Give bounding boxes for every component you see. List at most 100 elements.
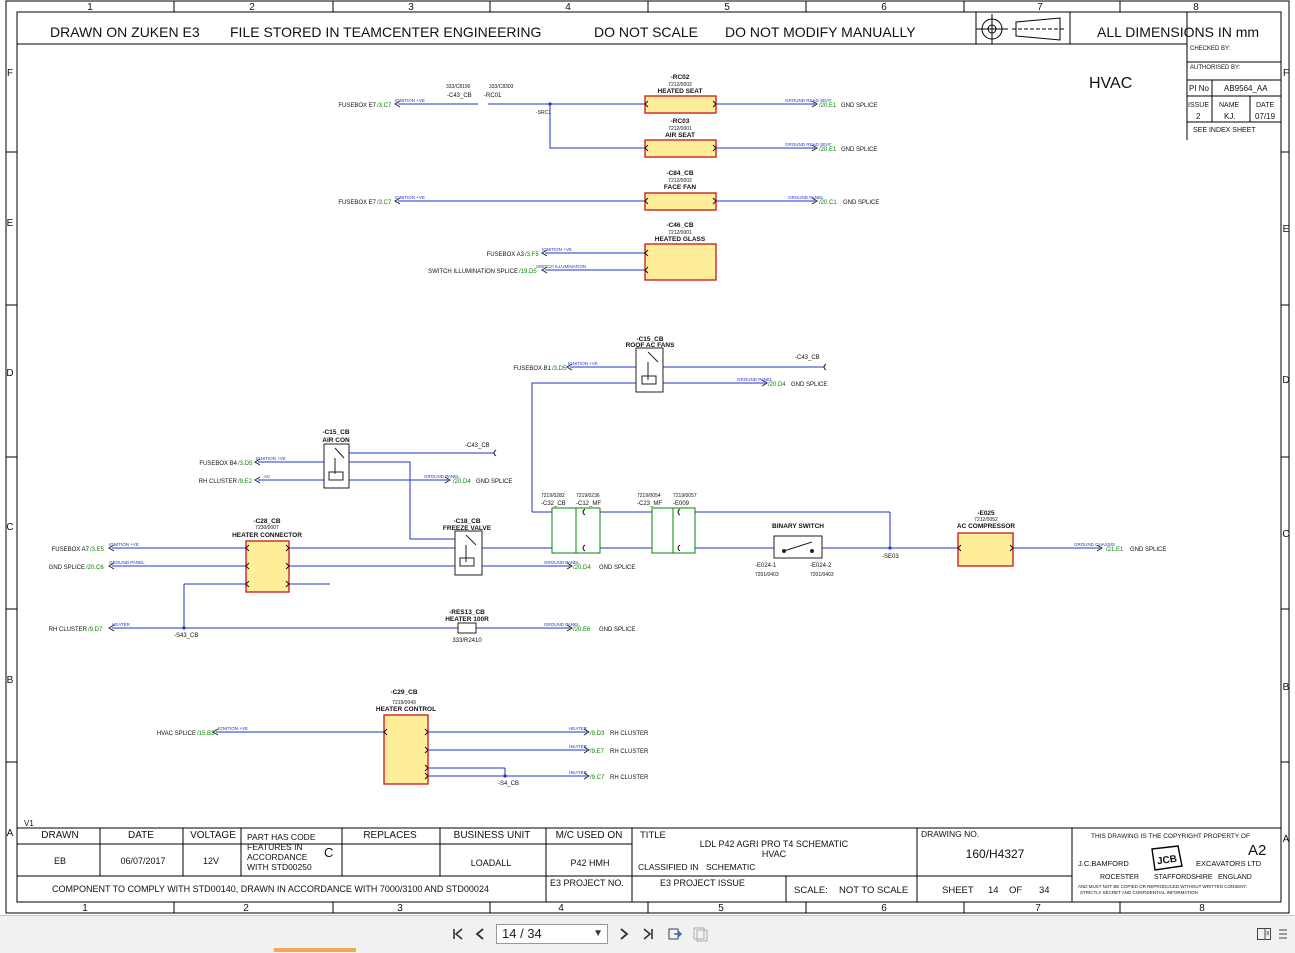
grid-ref: /20.E1 (819, 147, 837, 153)
scrollbar-thumb[interactable] (274, 948, 356, 952)
next-page-icon[interactable] (614, 925, 634, 943)
grid-ref: /15.B3 (197, 731, 215, 737)
pdf-viewer-toolbar: 14 / 34 ▼ (0, 915, 1295, 953)
grid-ref: /9.E7 (590, 749, 605, 755)
dest-label: GND SPLICE (476, 479, 512, 485)
dest-label: GND SPLICE (841, 147, 877, 153)
se03-ref: -SE03 (882, 554, 899, 560)
source-label: FUSEBOX B1 (513, 366, 551, 372)
pi-value: AB9564_AA (1224, 84, 1268, 93)
copyright-note: THIS DRAWING IS THE COPYRIGHT PROPERTY O… (1091, 833, 1250, 840)
e025-part: 7212/0052 (974, 517, 998, 523)
mc-label: M/C USED ON (556, 830, 623, 841)
signal-label: HEATER (569, 744, 588, 749)
c28-name: HEATER CONNECTOR (232, 532, 302, 539)
signal-label: SWITCH ILLUMINATION (536, 264, 586, 269)
comply-note: COMPONENT TO COMPLY WITH STD00140, DRAWN… (52, 884, 489, 894)
title-value-2: HVAC (762, 849, 787, 859)
signal-label: GROUND READ SEAT (785, 142, 832, 147)
c23-part: 7219/0054 (637, 493, 661, 499)
e025-ref: -E025 (977, 510, 995, 517)
replaces-label: REPLACES (363, 830, 417, 841)
jcb-logo-text: JCB (1156, 854, 1177, 868)
col-label: 4 (565, 2, 571, 13)
banner-text: DRAWN ON ZUKEN E3 (50, 24, 200, 40)
scale-value: NOT TO SCALE (839, 885, 908, 896)
grid-ref: /3.D5 (238, 461, 253, 467)
signal-label: GROUND PANEL (109, 560, 145, 565)
e3-issue-label: E3 PROJECT ISSUE (660, 878, 745, 888)
part-code-line: WITH STD00250 (247, 862, 312, 872)
source-label: RH CLUSTER (199, 479, 238, 485)
grid-ref: /3.E5 (90, 547, 105, 553)
rc03-name: AIR SEAT (665, 132, 695, 139)
c23-ref: -C23_MF (637, 501, 662, 507)
fit-icon[interactable] (665, 925, 685, 943)
pin-marks (245, 100, 1014, 780)
c43-air-ref: -C43_CB (465, 443, 490, 449)
source-label: GND SPLICE (49, 565, 85, 571)
projection-symbol-icon (976, 14, 1064, 44)
grid-ref: /9.D3 (590, 731, 605, 737)
drawn-value: EB (54, 856, 66, 866)
address-line: ENGLAND (1218, 874, 1252, 881)
res13-ref: -RES13_CB (449, 609, 485, 616)
row-label: D (6, 368, 13, 379)
grid-ref: /21.E1 (1106, 547, 1124, 553)
grid-ref: /20.C6 (86, 565, 104, 571)
dest-label: RH CLUSTER (610, 731, 649, 737)
col-label: 8 (1193, 2, 1199, 13)
c46-part: 7212/0001 (668, 230, 692, 236)
resistor-symbol (457, 622, 477, 634)
signal-label: IGNITION +VE (542, 247, 572, 252)
row-label: A (1283, 834, 1290, 845)
first-page-icon[interactable] (448, 925, 468, 943)
dest-label: GND SPLICE (841, 103, 877, 109)
c15-roof-ref: -C15_CB (636, 336, 663, 343)
dest-label: RH CLUSTER (610, 749, 649, 755)
relay-symbols (323, 347, 664, 576)
grid-ref: /3.C7 (377, 200, 392, 206)
drawing-no-label: DRAWING NO. (921, 829, 979, 839)
grid-ref: /19.D5 (519, 269, 537, 275)
res13-part: 333/R2410 (452, 638, 482, 644)
source-label: FUSEBOX E7 (338, 200, 376, 206)
s43-ref: -S43_CB (174, 633, 198, 639)
rc01-ref: -RC01 (484, 93, 502, 99)
signal-label: IGNITION +VE (218, 726, 248, 731)
rc02-ref: -RC02 (671, 74, 690, 81)
page-number-input[interactable]: 14 / 34 ▼ (496, 924, 608, 944)
grid-ref: /20.E1 (819, 103, 837, 109)
c15-roof-name: ROOF AC FANS (626, 342, 676, 349)
prev-page-icon[interactable] (470, 925, 490, 943)
c32-part: 7219/0282 (541, 493, 565, 499)
col-label: 2 (249, 2, 255, 13)
inline-connectors (551, 507, 696, 554)
col-label: 5 (718, 903, 724, 914)
c12-ref: -C12_MF (576, 501, 601, 507)
binary-right-ref: -E024-2 (810, 563, 832, 569)
title-block-grid (16, 827, 1282, 903)
c28-part: 7230/0007 (255, 525, 279, 531)
see-index: SEE INDEX SHEET (1193, 127, 1256, 134)
business-label: BUSINESS UNIT (454, 830, 531, 841)
col-label: 6 (881, 2, 887, 13)
c15-air-name: AIR CON (322, 437, 350, 444)
sheet-label: SHEET (942, 885, 974, 896)
two-page-icon[interactable] (690, 925, 710, 943)
last-page-icon[interactable] (638, 925, 658, 943)
grid-ref: /3.D5 (552, 366, 567, 372)
sidebar-icon[interactable] (1254, 925, 1274, 943)
col-label: 5 (724, 2, 730, 13)
chevron-down-icon[interactable]: ▼ (593, 928, 603, 939)
menu-icon[interactable] (1276, 925, 1290, 943)
version-label: V1 (24, 819, 34, 828)
issue-label: ISSUE (1188, 102, 1209, 109)
c84-name: FACE FAN (664, 184, 696, 191)
date-label: DATE (1256, 102, 1274, 109)
col-label: 3 (408, 2, 414, 13)
dest-label: GND SPLICE (791, 382, 827, 388)
title-label: TITLE (640, 830, 666, 841)
c84-ref: -C84_CB (666, 170, 693, 177)
authorised-by-label: AUTHORISED BY: (1190, 65, 1241, 71)
